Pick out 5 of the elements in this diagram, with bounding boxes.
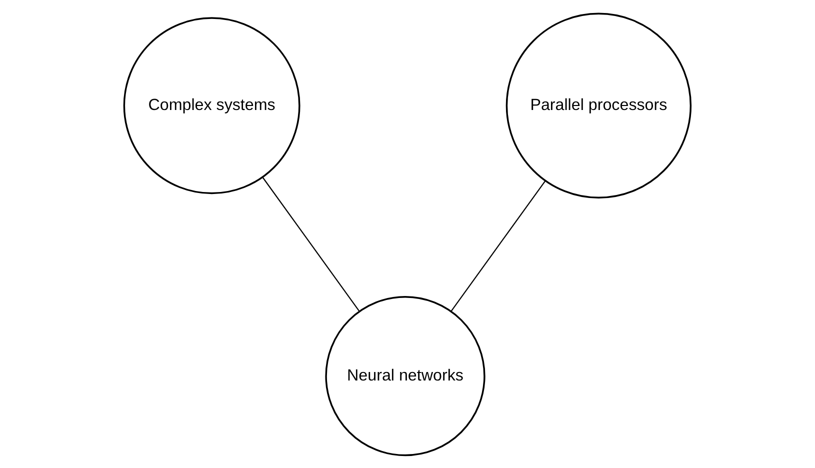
connector bbox=[262, 176, 360, 311]
node-circle: Complex systems bbox=[123, 16, 300, 194]
node-circle: Parallel processors bbox=[506, 12, 692, 198]
node-circle: Neural networks bbox=[325, 296, 486, 456]
connector bbox=[450, 180, 546, 312]
